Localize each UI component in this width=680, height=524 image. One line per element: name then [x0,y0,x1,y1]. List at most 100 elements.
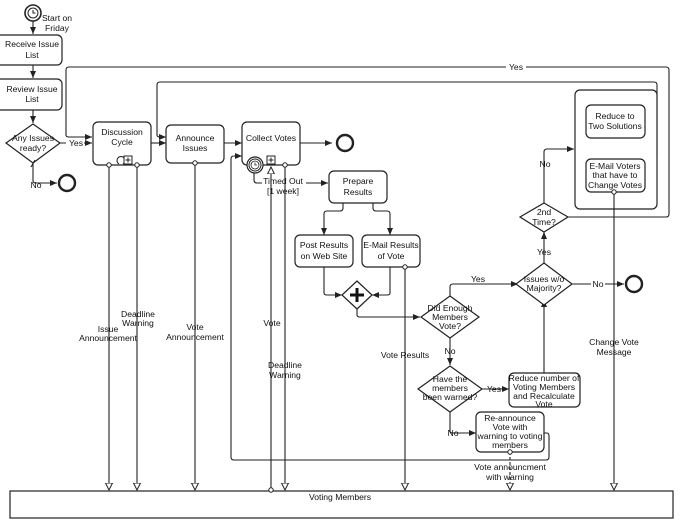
gateway-second-time[interactable]: 2nd Time? [518,202,570,233]
task-reduce-voting-members[interactable]: Reduce number of Voting Members and Reca… [508,372,581,409]
svg-text:Deadline: Deadline [121,309,155,319]
label-yes: Yes [487,384,501,394]
msg-label-deadline-warning-2: Deadline Warning [268,360,302,380]
label-yes: Yes [471,274,485,284]
msg-label-vote-results: Vote Results [381,350,429,360]
task-label: List [25,94,39,104]
svg-text:Vote announcment: Vote announcment [474,462,546,472]
pool-voting-members: Voting Members [9,490,674,519]
gateway-members-warned[interactable]: Have the members been warned? [416,365,484,413]
gateway-did-enough-vote[interactable]: Did Enough Members Vote? [419,295,481,339]
svg-text:Announcement: Announcement [166,332,224,342]
timer-boundary-event[interactable] [246,156,264,174]
task-receive-issue-list[interactable]: Receive Issue List [0,34,63,66]
label-yes-loop: Yes [509,62,523,72]
gateway-label: Members [432,312,468,322]
gateway-label: Did Enough [428,303,473,313]
task-label: that have to [593,170,638,180]
gateway-issues-no-majority[interactable]: Issues w/o Majority? [515,262,573,306]
svg-text:Vote: Vote [186,322,203,332]
task-label: Collect Votes [246,133,296,143]
task-label: Prepare [343,176,374,186]
msg-label-deadline-warning-1: Deadline Warning [121,309,155,328]
task-label: Discussion [101,127,143,137]
task-label: Reduce number of [509,373,580,383]
task-label: warning to voting [477,431,543,441]
task-label: Receive Issue [5,39,59,49]
task-prepare-results[interactable]: Prepare Results [328,170,388,204]
task-label: E-Mail Results [363,240,418,250]
task-label: Re-announce [484,413,536,423]
flow-reannounce-to-collect [230,153,550,461]
svg-text:Change Vote: Change Vote [589,337,639,347]
gateway-label: Time? [532,217,556,227]
task-label: of Vote [378,251,405,261]
task-label: E-Mail Voters [589,161,640,171]
parallel-gateway[interactable] [341,280,373,310]
svg-text:Message: Message [597,347,632,357]
task-label: Two Solutions [588,121,642,131]
task-label: on Web Site [301,251,348,261]
task-review-issue-list[interactable]: Review Issue List [0,78,63,111]
timer-label: Timed Out [263,176,303,186]
label-yes: Yes [537,247,551,257]
msg-label-vote: Vote [263,318,280,328]
task-reduce-two-solutions[interactable]: Reduce to Two Solutions [585,104,646,139]
end-event-majority[interactable] [624,274,644,294]
pool-label: Voting Members [309,492,371,502]
label-no: No [593,279,604,289]
task-label: Change Votes [588,180,642,190]
task-announce-issues[interactable]: Announce Issues [165,124,225,164]
svg-text:with warning: with warning [485,472,534,482]
end-event-collect[interactable] [335,133,355,153]
svg-text:Warning: Warning [122,318,154,328]
task-post-results[interactable]: Post Results on Web Site [294,234,354,268]
label-yes: Yes [69,138,83,148]
task-label: Post Results [300,240,348,250]
task-label: Cycle [111,137,133,147]
task-label: Review Issue [6,84,57,94]
start-label-line1: Start on [42,13,72,23]
task-label: Reduce to [595,111,634,121]
task-email-results[interactable]: E-Mail Results of Vote [361,234,421,268]
start-label-line2: Friday [45,23,70,33]
msg-label-issue-announcement: Issue Announcement [79,324,137,343]
start-timer-event[interactable] [24,4,42,22]
gateway-label: Any Issues [12,133,54,143]
task-reannounce-vote[interactable]: Re-announce Vote with warning to voting … [475,411,545,453]
task-label: Voting Members [513,382,575,392]
task-label: Vote [535,399,552,409]
gateway-label: Majority? [527,283,562,293]
msg-label-change-vote-message: Change Vote Message [589,337,639,357]
task-label: members [492,440,528,450]
label-no: No [31,180,42,190]
task-label: Issues [183,143,208,153]
end-event-no-issues[interactable] [57,173,77,193]
svg-text:Warning: Warning [269,370,301,380]
flow-subprocess-loop-back [156,81,658,154]
task-label: List [25,50,39,60]
svg-text:Announcement: Announcement [79,333,137,343]
task-email-voters-change[interactable]: E-Mail Voters that have to Change Votes [585,158,646,193]
task-label: Vote with [493,422,528,432]
gateway-label: Vote? [439,321,461,331]
task-discussion-cycle[interactable]: Discussion Cycle [92,121,152,166]
flow-2nd-time-yes-loop [65,66,670,218]
task-label: and Recalculate [513,391,575,401]
gateway-any-issues-ready[interactable]: Any Issues ready? [4,123,62,164]
label-no: No [540,159,551,169]
gateway-label: members [432,383,468,393]
label-no: No [448,428,459,438]
gateway-label: ready? [20,143,46,153]
timer-label: [1 week] [267,186,299,196]
msg-label-vote-announcement: Vote Announcement [166,322,224,342]
task-label: Announce [176,133,215,143]
gateway-label: been warned? [423,392,478,402]
task-label: Results [344,187,373,197]
svg-text:Deadline: Deadline [268,360,302,370]
svg-text:Issue: Issue [98,324,119,334]
label-no: No [445,346,456,356]
gateway-label: Issues w/o [524,274,565,284]
gateway-label: 2nd [537,207,552,217]
